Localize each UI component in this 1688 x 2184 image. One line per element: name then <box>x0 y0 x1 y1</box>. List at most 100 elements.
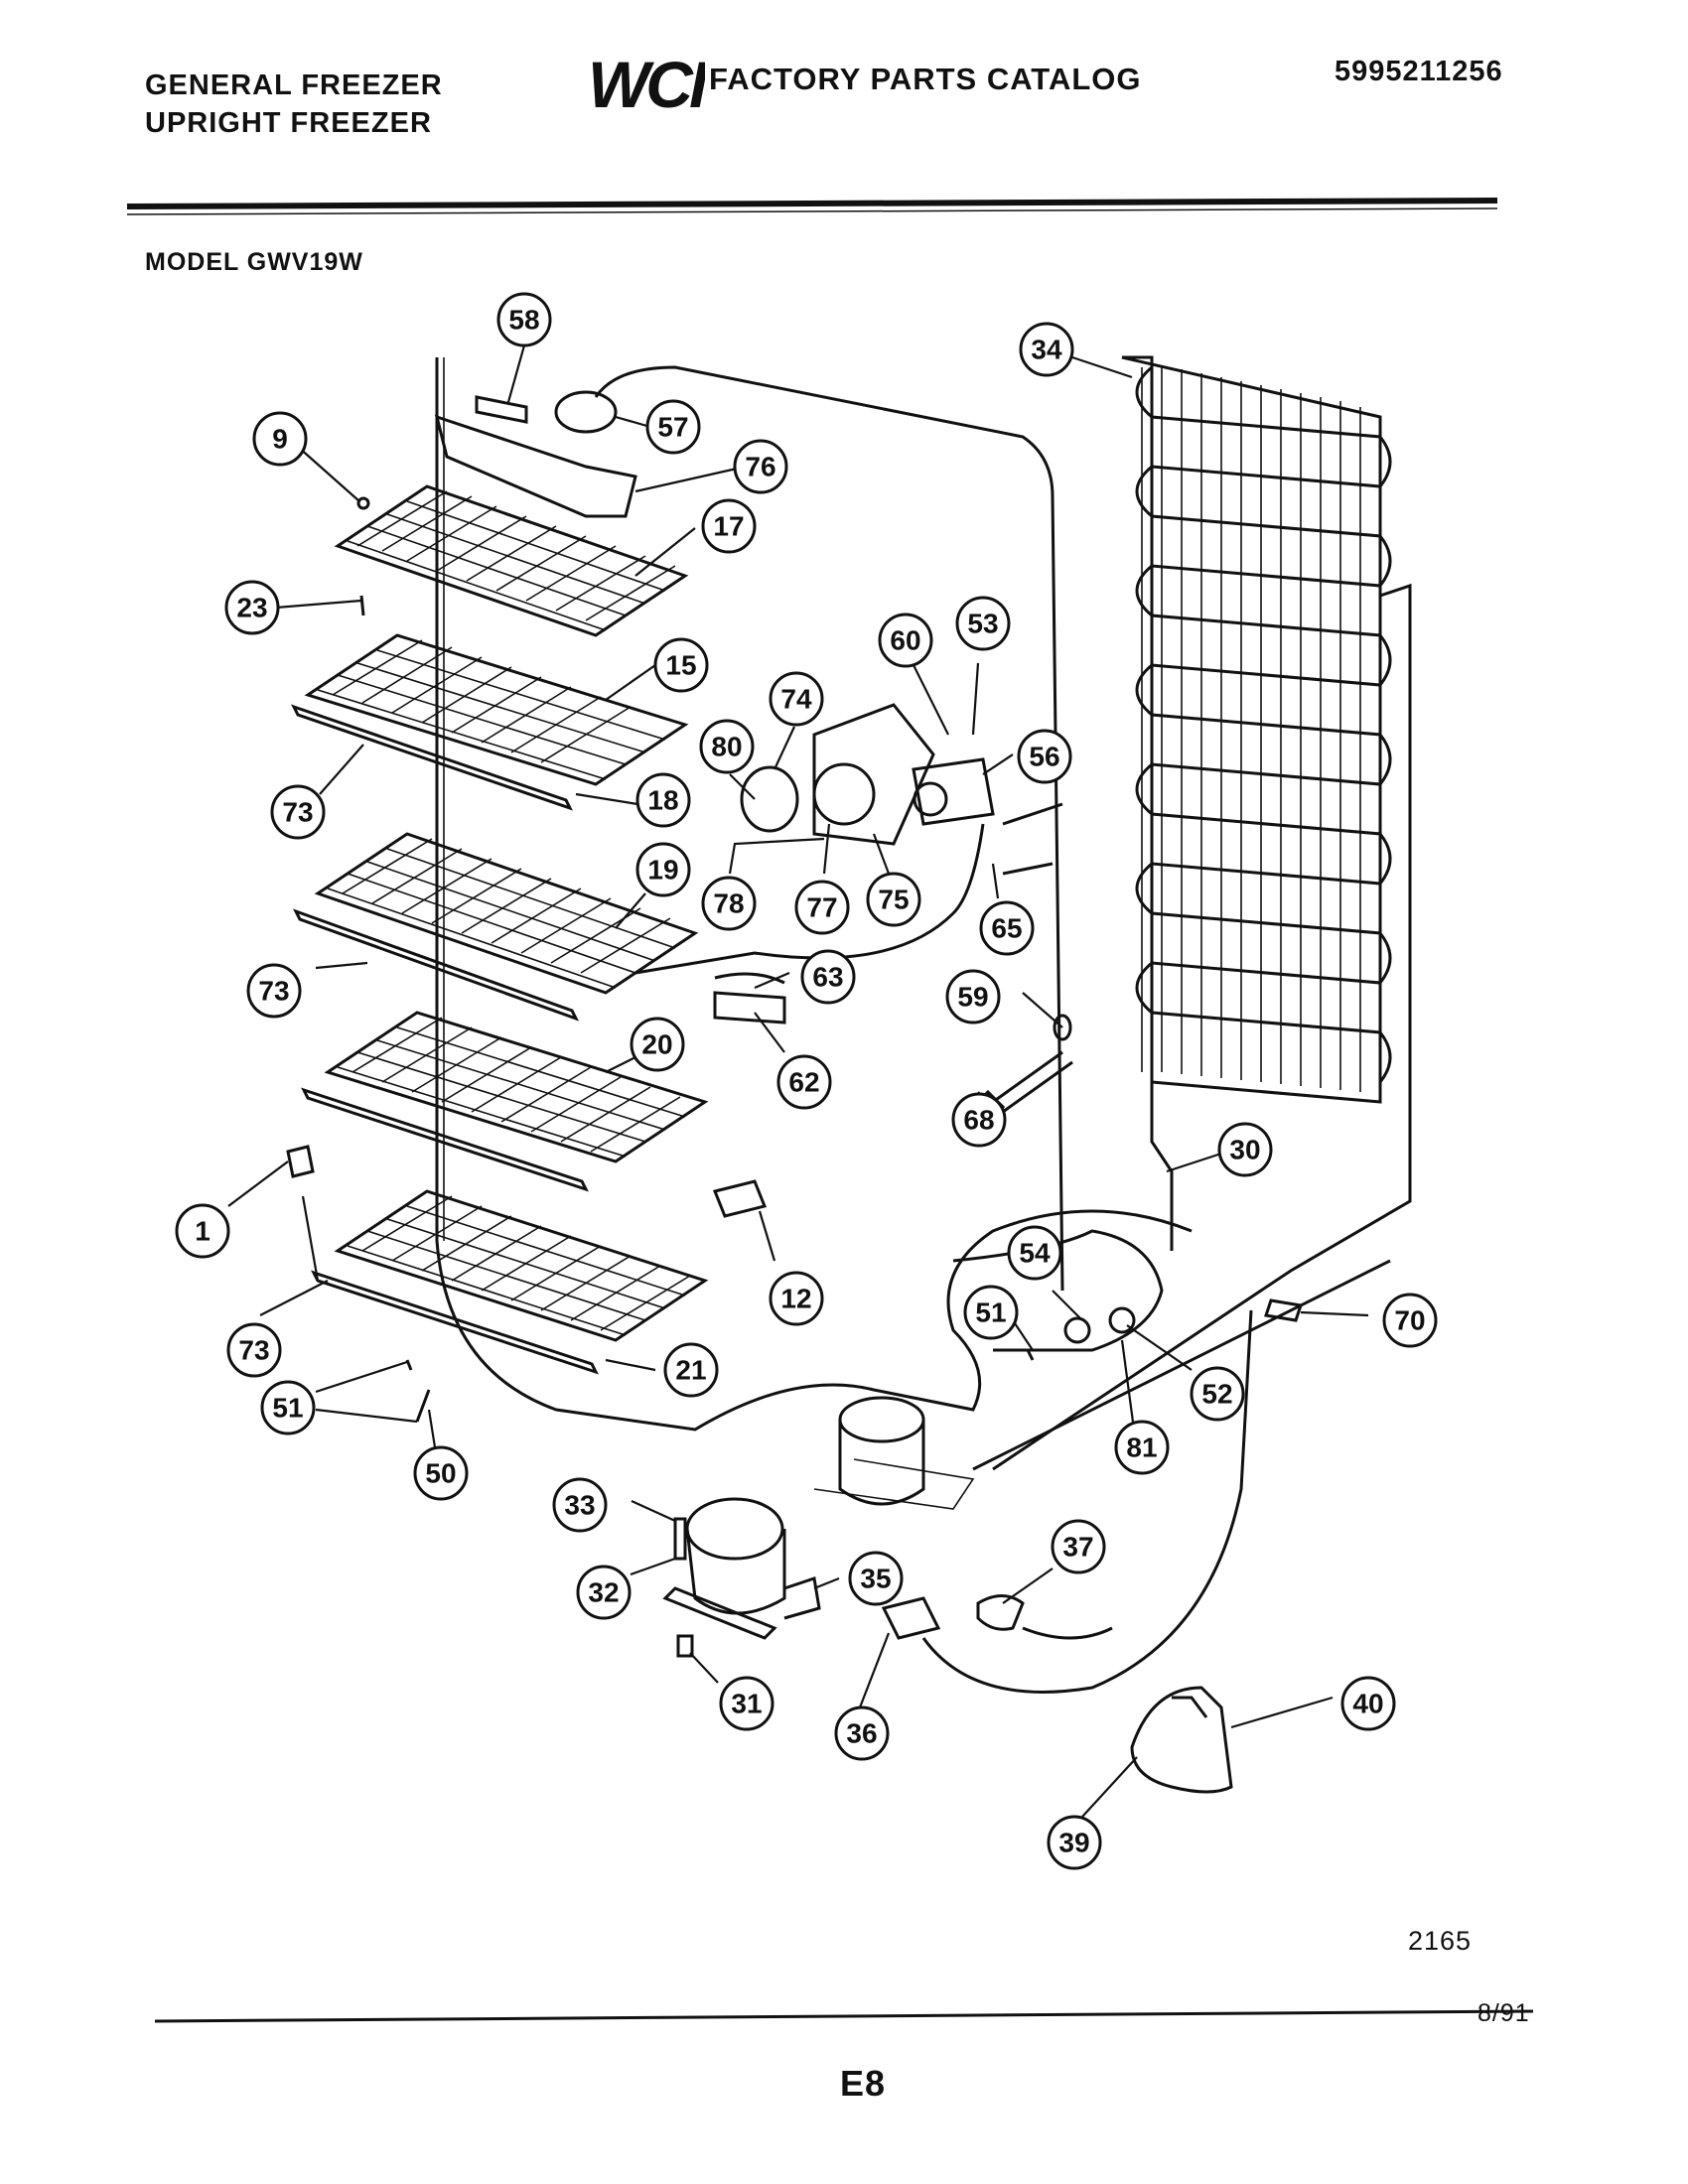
callout-51-a: 51 <box>963 1285 1019 1340</box>
callout-62: 62 <box>776 1054 832 1110</box>
svg-text:73: 73 <box>258 976 289 1007</box>
svg-text:74: 74 <box>780 684 812 715</box>
page-code: E8 <box>840 2063 887 2104</box>
callout-17: 17 <box>701 498 757 554</box>
callout-30: 30 <box>1217 1122 1273 1177</box>
date-code: 8/91 <box>1477 1999 1530 2027</box>
callout-58: 58 <box>496 292 552 347</box>
condenser-housing <box>813 1259 1391 1510</box>
svg-text:77: 77 <box>806 892 837 923</box>
callout-54: 54 <box>1007 1225 1062 1281</box>
callout-73-b: 73 <box>246 963 302 1019</box>
callout-68: 68 <box>951 1092 1007 1148</box>
svg-text:32: 32 <box>588 1577 619 1608</box>
svg-text:75: 75 <box>878 885 909 915</box>
svg-text:20: 20 <box>641 1029 672 1060</box>
svg-text:37: 37 <box>1062 1532 1093 1563</box>
svg-text:17: 17 <box>713 511 744 542</box>
leader-lines <box>227 344 1369 1818</box>
svg-text:19: 19 <box>647 855 678 886</box>
svg-text:80: 80 <box>711 732 742 762</box>
header-rule <box>126 198 1498 209</box>
svg-text:73: 73 <box>282 797 313 828</box>
svg-text:30: 30 <box>1229 1135 1260 1165</box>
svg-text:35: 35 <box>860 1564 891 1594</box>
brand-line-1: GENERAL FREEZER <box>145 69 443 101</box>
svg-text:78: 78 <box>713 888 744 919</box>
shelf-21 <box>311 1189 709 1375</box>
shelf-20 <box>301 1011 709 1192</box>
footer-rule <box>154 2009 1534 2023</box>
callout-9: 9 <box>252 411 308 467</box>
brand-line-2: UPRIGHT FREEZER <box>145 107 432 139</box>
callout-75: 75 <box>866 872 921 927</box>
svg-text:12: 12 <box>780 1284 811 1314</box>
svg-text:39: 39 <box>1058 1828 1089 1858</box>
callout-70: 70 <box>1382 1293 1438 1348</box>
svg-text:59: 59 <box>957 982 988 1013</box>
callout-63: 63 <box>800 949 856 1005</box>
svg-text:23: 23 <box>236 593 267 623</box>
svg-text:56: 56 <box>1029 742 1059 772</box>
callout-81: 81 <box>1114 1420 1170 1475</box>
svg-text:57: 57 <box>657 412 688 443</box>
svg-text:34: 34 <box>1031 335 1062 365</box>
svg-text:18: 18 <box>647 785 678 816</box>
callout-21: 21 <box>663 1342 719 1398</box>
callout-35: 35 <box>848 1551 904 1606</box>
fan-assembly <box>634 703 1063 975</box>
callout-50: 50 <box>413 1445 469 1501</box>
svg-text:52: 52 <box>1201 1379 1232 1410</box>
svg-text:58: 58 <box>508 305 539 336</box>
svg-text:15: 15 <box>665 650 696 681</box>
callout-33: 33 <box>552 1477 608 1533</box>
callout-18: 18 <box>635 772 691 828</box>
logo-text: WCI <box>588 48 705 117</box>
callout-53: 53 <box>955 596 1011 651</box>
callout-80: 80 <box>699 719 755 774</box>
light-housing <box>1130 1686 1233 1794</box>
callout-73-a: 73 <box>270 784 326 840</box>
callout-59: 59 <box>945 969 1001 1024</box>
callout-32: 32 <box>576 1565 632 1620</box>
catalog-number: 5995211256 <box>1335 56 1503 87</box>
svg-text:73: 73 <box>238 1335 269 1366</box>
shelf-15 <box>291 633 689 811</box>
callout-74: 74 <box>769 671 824 727</box>
callout-37: 37 <box>1051 1519 1106 1574</box>
callout-76: 76 <box>733 439 788 494</box>
svg-text:31: 31 <box>731 1689 762 1719</box>
callout-23: 23 <box>224 580 280 635</box>
callout-65: 65 <box>979 900 1035 956</box>
svg-text:62: 62 <box>788 1067 819 1098</box>
svg-text:36: 36 <box>846 1718 877 1749</box>
svg-text:70: 70 <box>1394 1305 1425 1336</box>
header-rule-thin <box>126 207 1498 215</box>
svg-text:54: 54 <box>1019 1238 1051 1269</box>
callout-31: 31 <box>719 1676 774 1731</box>
svg-text:51: 51 <box>975 1297 1006 1328</box>
svg-text:63: 63 <box>812 962 843 993</box>
callout-20: 20 <box>630 1017 685 1072</box>
callout-77: 77 <box>794 880 850 935</box>
svg-text:60: 60 <box>890 625 920 656</box>
relay-overload <box>881 1309 1253 1694</box>
model-label: MODEL GWV19W <box>145 248 363 276</box>
svg-text:81: 81 <box>1126 1433 1157 1463</box>
diagram-code: 2165 <box>1408 1926 1473 1956</box>
thermostat-parts <box>713 972 1073 1120</box>
callout-36: 36 <box>834 1706 890 1761</box>
svg-text:51: 51 <box>272 1393 303 1424</box>
wci-logo: WCI <box>588 48 705 117</box>
control-housing <box>434 365 1064 1292</box>
svg-text:50: 50 <box>425 1458 456 1489</box>
shelf-17 <box>334 484 689 637</box>
compressor <box>662 1497 821 1658</box>
svg-text:40: 40 <box>1352 1689 1383 1719</box>
callout-57: 57 <box>645 399 701 455</box>
svg-text:65: 65 <box>991 913 1022 944</box>
callout-51-b: 51 <box>260 1380 316 1435</box>
callout-19: 19 <box>635 842 691 897</box>
catalog-title: FACTORY PARTS CATALOG <box>709 62 1142 96</box>
